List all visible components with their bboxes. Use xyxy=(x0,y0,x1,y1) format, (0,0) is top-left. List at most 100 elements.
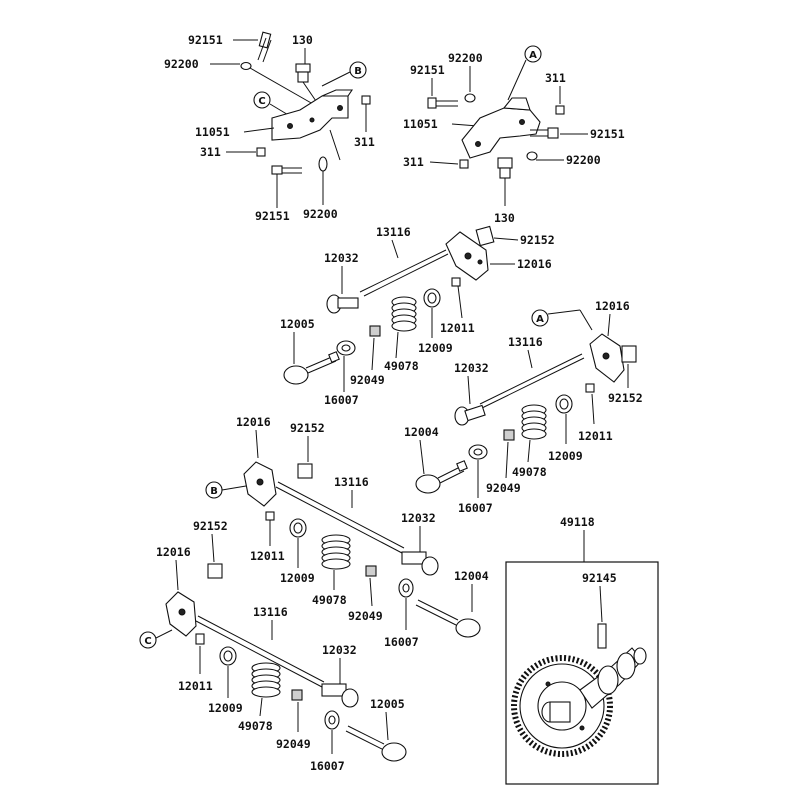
label-92151-a: 92151 xyxy=(188,33,223,47)
label-12009-c: 12009 xyxy=(280,571,315,585)
label-13116-c: 13116 xyxy=(334,475,369,489)
label-12011-c: 12011 xyxy=(250,549,285,563)
rocker-arm-part xyxy=(243,461,277,507)
bracket-part-left xyxy=(271,89,354,141)
label-92200-a: 92200 xyxy=(164,57,199,71)
label-92049-c: 92049 xyxy=(348,609,383,623)
retainer-part xyxy=(451,277,461,287)
label-92049-a: 92049 xyxy=(350,373,385,387)
label-12011-b: 12011 xyxy=(578,429,613,443)
valve-spring-part xyxy=(251,662,281,698)
label-49078-a: 49078 xyxy=(384,359,419,373)
label-311-b: 311 xyxy=(354,135,375,149)
label-12032-a: 12032 xyxy=(324,251,359,265)
cam-spring-part xyxy=(597,623,607,649)
camshaft-box: 49118 92145 xyxy=(505,515,659,785)
callout-b-label-top: B xyxy=(354,66,362,77)
valve-train-lower: 92152 12016 C 13116 12011 12009 xyxy=(139,519,407,773)
label-13116-d: 13116 xyxy=(253,605,288,619)
label-16007-c: 16007 xyxy=(384,635,419,649)
cotter-part xyxy=(369,325,381,337)
washer-part xyxy=(240,61,252,71)
push-rod-part xyxy=(479,353,585,409)
valve-part xyxy=(415,599,481,638)
cotter-part xyxy=(291,689,303,701)
nut-130-part xyxy=(497,157,513,179)
label-12009-b: 12009 xyxy=(548,449,583,463)
cotter-part xyxy=(365,565,377,577)
label-311-d: 311 xyxy=(403,155,424,169)
retainer-part xyxy=(585,383,595,393)
label-92200-d: 92200 xyxy=(566,153,601,167)
label-12016-a: 12016 xyxy=(517,257,552,271)
washer-part xyxy=(464,93,476,103)
label-16007-a: 16007 xyxy=(324,393,359,407)
rocker-arm-part xyxy=(589,333,625,383)
retainer-part xyxy=(195,633,205,645)
valve-train-middle: 12016 92152 B 13116 12011 12009 xyxy=(205,415,489,649)
valve-spring-part xyxy=(391,296,417,332)
callout-b-top xyxy=(349,61,367,79)
label-11051-a: 11051 xyxy=(195,125,230,139)
pin-part xyxy=(475,225,495,247)
tappet-part xyxy=(326,294,359,314)
bracket-group-right: 92200 A 92151 311 11051 92151 xyxy=(403,45,625,225)
label-12009-d: 12009 xyxy=(208,701,243,715)
tappet-part xyxy=(401,551,439,576)
valve-part xyxy=(415,460,468,494)
callout-c-label-top: C xyxy=(258,96,265,107)
callout-a-mid xyxy=(531,309,549,327)
label-311-a: 311 xyxy=(200,145,221,159)
bolt-part xyxy=(427,97,458,109)
label-12011-a: 12011 xyxy=(440,321,475,335)
label-92151-b: 92151 xyxy=(255,209,290,223)
label-12016-b: 12016 xyxy=(595,299,630,313)
label-12016-d: 12016 xyxy=(156,545,191,559)
label-12004-a: 12004 xyxy=(404,425,439,439)
label-12004-b: 12004 xyxy=(454,569,489,583)
tappet-part xyxy=(321,683,359,708)
label-13116-b: 13116 xyxy=(508,335,543,349)
bracket-group-left: 92151 92200 130 B C 11051 311 xyxy=(164,31,375,223)
label-92049-d: 92049 xyxy=(276,737,311,751)
pin-part xyxy=(207,563,223,579)
push-rod-part xyxy=(195,615,325,688)
valve-train-right: A 12016 92152 13116 12032 12011 xyxy=(404,299,643,515)
nut-311-part xyxy=(361,95,371,105)
pin-part xyxy=(621,345,637,363)
camshaft-shaft xyxy=(541,647,647,723)
valve-spring-part xyxy=(521,404,547,440)
valve-train-upper: 13116 12032 12016 92152 12011 1200 xyxy=(280,225,555,407)
label-16007-b: 16007 xyxy=(458,501,493,515)
valve-part xyxy=(283,351,340,385)
label-92152-c: 92152 xyxy=(290,421,325,435)
label-92152-b: 92152 xyxy=(608,391,643,405)
rocker-arm-part xyxy=(165,591,197,637)
label-12011-d: 12011 xyxy=(178,679,213,693)
callout-a-label-mid: A xyxy=(536,314,544,325)
valve-spring-part xyxy=(321,534,351,570)
label-92151-c: 92151 xyxy=(410,63,445,77)
bolt-part xyxy=(530,127,559,139)
label-92200-b: 92200 xyxy=(303,207,338,221)
nut-311-part xyxy=(555,105,565,115)
camshaft-frame xyxy=(505,561,659,785)
label-12032-c: 12032 xyxy=(401,511,436,525)
label-92152-a: 92152 xyxy=(520,233,555,247)
rocker-arm-part xyxy=(445,231,489,281)
label-12032-d: 12032 xyxy=(322,643,357,657)
valve-part xyxy=(345,725,407,762)
label-12016-c: 12016 xyxy=(236,415,271,429)
bolt-part xyxy=(271,165,302,175)
label-49078-c: 49078 xyxy=(312,593,347,607)
label-12009-a: 12009 xyxy=(418,341,453,355)
label-92200-c: 92200 xyxy=(448,51,483,65)
nut-311-part xyxy=(459,159,469,169)
callout-a-label-top: A xyxy=(529,50,537,61)
callout-b-label-mid: B xyxy=(210,486,218,497)
bracket-part-right xyxy=(461,97,541,159)
label-11051-b: 11051 xyxy=(403,117,438,131)
callout-c-low xyxy=(139,631,157,649)
bolt-part xyxy=(257,31,272,63)
